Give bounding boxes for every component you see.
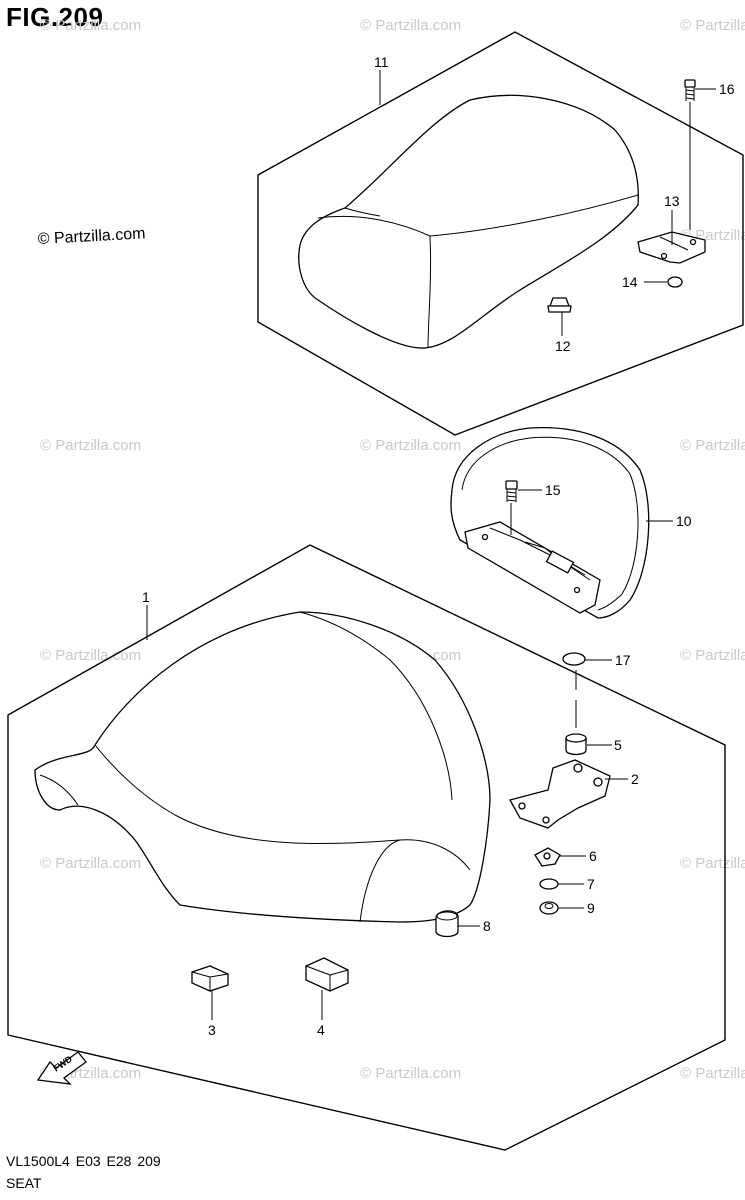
rear-seat-group-frame: [257, 31, 744, 436]
block-large: [305, 957, 349, 992]
callout-4: 4: [317, 1022, 325, 1038]
cushion: [565, 733, 587, 756]
watermark: © Partzilla.com: [360, 17, 461, 34]
backrest-bolt: [505, 480, 518, 535]
callout-11: 11: [374, 54, 389, 70]
watermark: © Partzilla.com: [40, 437, 141, 454]
rear-seat: [298, 94, 639, 349]
leader-lines: [146, 70, 716, 1020]
callout-6: 6: [589, 848, 597, 864]
watermark: © Partzilla.com: [680, 1065, 745, 1082]
watermark: © Partzilla.com: [360, 437, 461, 454]
watermark: © Partzilla.com: [680, 437, 745, 454]
watermark: © Partzilla.com: [680, 855, 745, 872]
figure-title: FIG.209: [6, 2, 104, 32]
callout-17: 17: [615, 652, 631, 668]
block-small: [191, 965, 229, 992]
damper: [435, 910, 459, 938]
callout-5: 5: [614, 737, 622, 753]
model-code: VL1500L4 E03 E28 209: [6, 1153, 161, 1169]
watermark: © Partzilla.com: [40, 17, 141, 34]
callout-15: 15: [545, 482, 561, 498]
main-seat: [34, 611, 491, 923]
watermark: © Partzilla.com: [680, 17, 745, 34]
main-seat-group-frame: [7, 544, 726, 1151]
callout-1: 1: [142, 589, 150, 605]
callout-3: 3: [208, 1022, 216, 1038]
seat-nut: [539, 901, 559, 915]
watermark: © Partzilla.com: [680, 647, 745, 664]
callout-2: 2: [631, 771, 639, 787]
backrest-pad: [450, 426, 650, 619]
callout-8: 8: [483, 918, 491, 934]
nut: [667, 276, 683, 288]
callout-14: 14: [622, 274, 638, 290]
figure-name: SEAT: [6, 1175, 42, 1191]
callout-13: 13: [664, 193, 680, 209]
seat-bracket: [509, 759, 611, 829]
small-washer: [539, 878, 559, 890]
clip: [534, 847, 561, 867]
callout-7: 7: [587, 876, 595, 892]
part-callouts: 11 16 13 14 12 15 10 1 17 5 2 6 7 9 8 3 …: [142, 54, 735, 1038]
callout-9: 9: [587, 900, 595, 916]
bolt: [684, 79, 696, 230]
callout-16: 16: [719, 81, 735, 97]
washer: [562, 652, 586, 728]
watermark-prominent: © Partzilla.com: [37, 225, 146, 248]
watermark: © Partzilla.com: [40, 647, 141, 664]
grommet: [547, 297, 572, 313]
callout-12: 12: [555, 338, 571, 354]
watermark: © Partzilla.com: [360, 1065, 461, 1082]
bracket: [637, 231, 706, 264]
callout-10: 10: [676, 513, 692, 529]
watermark: © Partzilla.com: [40, 855, 141, 872]
